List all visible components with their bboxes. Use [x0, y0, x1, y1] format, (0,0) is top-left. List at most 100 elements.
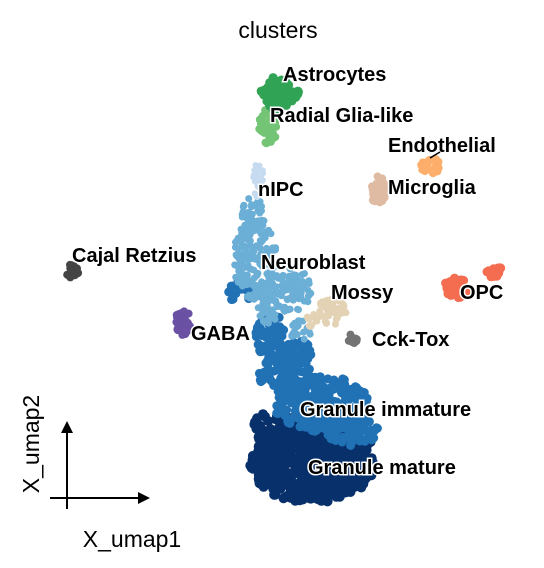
point-astrocytes [271, 106, 281, 115]
point-neuroblast [248, 201, 256, 209]
axis-arrows [50, 421, 150, 509]
point-granule-immature [358, 435, 368, 445]
point-neuroblast [279, 283, 287, 291]
point-granule-mature [322, 495, 333, 506]
label-gaba: GABA [191, 323, 250, 345]
point-granule-immature [340, 380, 350, 390]
point-granule-mature [251, 423, 262, 434]
point-granule-mature [314, 494, 325, 505]
point-granule-mature [284, 468, 295, 479]
point-neuroblast [290, 332, 298, 340]
point-granule-immature [322, 393, 332, 403]
point-cajal-retzius [64, 271, 73, 280]
point-neuroblast [306, 330, 314, 338]
point-granule-mature [276, 461, 287, 472]
cluster-neuroblast [231, 195, 315, 343]
point-radial-glia-like [268, 123, 277, 132]
point-granule-mature [299, 452, 310, 463]
point-granule-immature [306, 350, 316, 360]
point-granule-immature [311, 413, 320, 423]
point-neuroblast [260, 217, 268, 225]
point-granule-mature [363, 466, 374, 477]
point-granule-mature [331, 491, 342, 502]
point-mossy [321, 318, 329, 326]
point-granule-immature [332, 398, 342, 408]
point-granule-mature [287, 428, 298, 439]
label-granule-immature: Granule immature [300, 399, 471, 421]
point-neuroblast [296, 285, 304, 293]
point-mossy [306, 314, 313, 322]
point-neuroblast [239, 243, 247, 251]
point-neuroblast [306, 289, 314, 297]
label-endothelial: Endothelial [388, 135, 496, 157]
point-nipc [256, 162, 263, 169]
label-cajal-retzius: Cajal Retzius [72, 245, 196, 267]
point-granule-immature [296, 377, 306, 387]
point-granule-mature [323, 454, 334, 465]
point-neuroblast [286, 265, 294, 273]
point-neuroblast [265, 285, 273, 293]
point-cajal-retzius [74, 269, 83, 277]
point-neuroblast [238, 213, 246, 221]
point-neuroblast [253, 242, 260, 250]
point-neuroblast [277, 292, 285, 300]
point-neuroblast [231, 261, 239, 269]
point-granule-immature [271, 365, 281, 375]
point-granule-mature [285, 484, 296, 495]
point-granule-immature [300, 393, 310, 403]
point-granule-mature [293, 491, 304, 502]
point-granule-immature [259, 367, 269, 377]
point-opc [446, 290, 456, 300]
point-granule-mature [316, 464, 326, 475]
point-neuroblast [248, 265, 256, 273]
point-neuroblast [244, 280, 252, 288]
point-neuroblast [245, 291, 253, 299]
point-granule-immature [297, 367, 307, 377]
point-endothelial [426, 156, 435, 165]
point-cck-tox [346, 330, 355, 339]
point-granule-immature [359, 422, 369, 432]
point-granule-immature [290, 399, 299, 409]
point-granule-immature [314, 380, 324, 390]
point-gaba [178, 330, 187, 339]
point-astrocytes [293, 86, 303, 96]
point-neuroblast [253, 221, 261, 229]
point-nipc [258, 183, 265, 190]
point-granule-mature [356, 449, 367, 460]
point-granule-mature [257, 479, 268, 490]
point-neuroblast [271, 311, 279, 319]
point-granule-mature [317, 482, 328, 493]
y-axis-label: X_umap2 [18, 395, 44, 493]
point-neuroblast [232, 251, 240, 259]
point-granule-immature [337, 437, 347, 447]
point-neuroblast [281, 307, 289, 315]
label-granule-mature: Granule mature [308, 457, 456, 479]
point-granule-mature [312, 434, 323, 445]
point-granule-immature [349, 384, 359, 394]
point-granule-mature [261, 427, 272, 438]
point-granule-mature [259, 468, 270, 479]
point-neuroblast [253, 203, 261, 210]
point-astrocytes [266, 94, 276, 104]
point-neuroblast [258, 237, 266, 245]
point-granule-mature [295, 439, 306, 450]
point-granule-immature [298, 385, 308, 395]
point-gaba [176, 312, 185, 321]
point-neuroblast [258, 207, 265, 215]
point-neuroblast [266, 315, 274, 322]
label-astrocytes: Astrocytes [283, 64, 386, 86]
point-granule-immature [229, 284, 239, 294]
point-astrocytes [276, 76, 286, 86]
point-neuroblast [254, 269, 262, 277]
point-granule-immature [326, 434, 336, 444]
point-granule-immature [304, 364, 314, 374]
point-neuroblast [305, 280, 313, 287]
point-granule-immature [356, 403, 366, 413]
point-granule-mature [353, 461, 364, 472]
point-granule-immature [255, 346, 265, 356]
point-astrocytes [286, 94, 296, 104]
label-opc: OPC [460, 282, 503, 304]
endothelial-leader-line [429, 151, 441, 159]
